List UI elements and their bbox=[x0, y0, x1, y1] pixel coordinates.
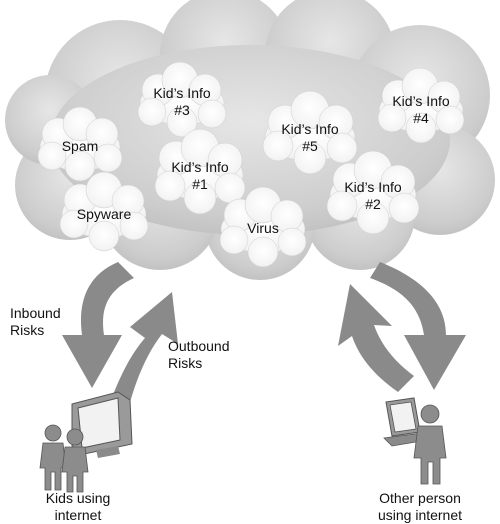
other-person-label: Other person using internet bbox=[360, 490, 480, 524]
kids-using-internet-label: Kids using internet bbox=[28, 490, 128, 524]
cloud-label-virus: Virus bbox=[247, 220, 279, 236]
cloud-kids-info-2 bbox=[326, 150, 420, 235]
right-up-arrow bbox=[338, 284, 414, 392]
cloud-kids-info-1 bbox=[154, 128, 246, 215]
kid-figure-icon bbox=[61, 428, 89, 493]
inbound-arrow bbox=[62, 262, 134, 388]
computer-monitor-icon bbox=[71, 391, 133, 458]
cloud-label-kids-info-1: Kid’s Info #1 bbox=[158, 159, 242, 193]
outbound-label-line1: Outbound bbox=[168, 338, 230, 354]
kids-info-1-line2: #1 bbox=[192, 176, 208, 192]
cloud-spyware bbox=[59, 171, 149, 252]
cloud-label-kids-info-3: Kid’s Info #3 bbox=[140, 85, 224, 119]
kids-info-2-line1: Kid’s Info bbox=[344, 179, 402, 195]
kids-info-1-line1: Kid’s Info bbox=[171, 159, 229, 175]
cloud-label-spam: Spam bbox=[61, 138, 99, 154]
kids-info-4-line2: #4 bbox=[413, 110, 429, 126]
outbound-risks-label: Outbound Risks bbox=[168, 338, 230, 372]
cloud-label-kids-info-4: Kid’s Info #4 bbox=[379, 93, 463, 127]
inbound-label-line1: Inbound bbox=[10, 305, 61, 321]
person-figure-icon bbox=[413, 404, 447, 485]
kids-info-5-line2: #5 bbox=[302, 138, 318, 154]
outbound-label-line2: Risks bbox=[168, 355, 203, 371]
right-down-arrow bbox=[370, 262, 466, 390]
cloud-kids-info-4 bbox=[377, 67, 465, 144]
inbound-label-line2: Risks bbox=[10, 322, 45, 338]
cloud-label-kids-info-5: Kid’s Info #5 bbox=[268, 121, 352, 155]
kids-info-4-line1: Kid’s Info bbox=[392, 93, 450, 109]
kids-label-line2: internet bbox=[54, 507, 102, 523]
kids-info-2-line2: #2 bbox=[365, 196, 381, 212]
cloud-kids-info-3 bbox=[137, 61, 227, 138]
kids-info-3-line1: Kid’s Info bbox=[153, 85, 211, 101]
cloud-kids-info-5 bbox=[262, 90, 358, 175]
cloud-spam bbox=[37, 106, 123, 182]
other-label-line1: Other person bbox=[379, 490, 461, 506]
cloud-label-kids-info-2: Kid’s Info #2 bbox=[331, 179, 415, 213]
cloud-label-spyware: Spyware bbox=[76, 206, 132, 222]
kids-label-line1: Kids using bbox=[45, 490, 111, 506]
cloud-virus bbox=[219, 186, 307, 268]
kids-info-5-line1: Kid’s Info bbox=[281, 121, 339, 137]
inbound-risks-label: Inbound Risks bbox=[10, 305, 61, 339]
outbound-arrow bbox=[108, 292, 178, 410]
kid-figure-icon bbox=[39, 424, 67, 491]
other-label-line2: using internet bbox=[377, 507, 463, 523]
kids-info-3-line2: #3 bbox=[174, 102, 190, 118]
